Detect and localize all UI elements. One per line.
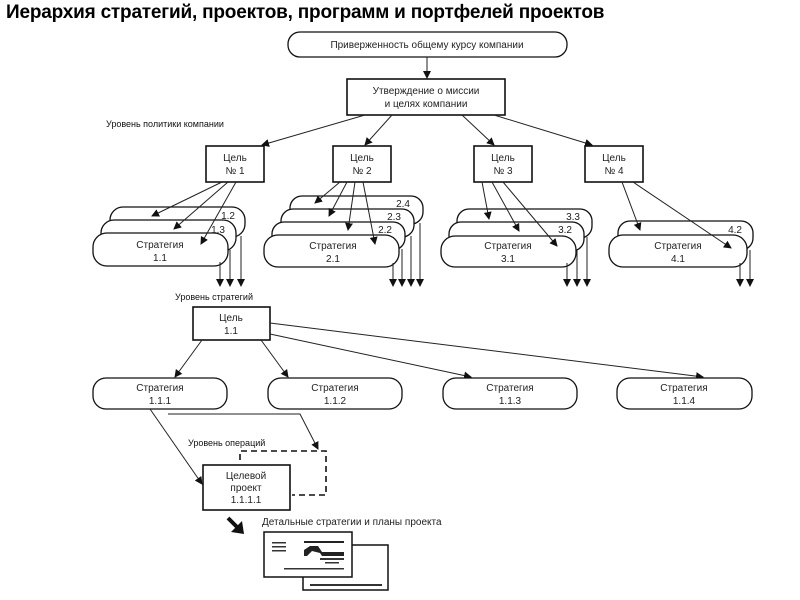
- connector-arrow: [491, 181, 520, 232]
- connector-arrow: [314, 181, 341, 204]
- connector-arrow: [621, 181, 642, 231]
- mission-text-line2: и целях компании: [385, 99, 468, 110]
- strategy-label: Стратегия: [136, 240, 183, 251]
- connector-arrow: [149, 408, 203, 485]
- connector-arrow: [632, 181, 732, 249]
- goal-number: № 4: [604, 166, 624, 177]
- strategy-id: 1.2: [221, 211, 235, 222]
- connector-arrow: [168, 413, 319, 450]
- connector-arrow: [260, 339, 289, 378]
- subgoal-id: 1.1: [224, 326, 238, 337]
- connector-arrow: [174, 339, 203, 378]
- strategy-id: 1.3: [211, 225, 225, 236]
- strategy-id: 4.1: [671, 254, 685, 265]
- level-label-strategy: Уровень стратегий: [175, 292, 253, 302]
- goal-node-4: Цель № 4: [584, 145, 644, 183]
- plan-documents-icon: [263, 531, 389, 591]
- commitment-text: Приверженность общему курсу компании: [330, 39, 523, 51]
- connector-arrow: [481, 181, 492, 220]
- level-label-operations: Уровень операций: [188, 438, 265, 448]
- strategy-id: 3.1: [501, 254, 515, 265]
- dashed-project-outline: [239, 450, 327, 496]
- strategy-label: Стратегия: [484, 241, 531, 252]
- substrategy-label: Стратегия: [136, 383, 183, 394]
- plans-label: Детальные стратегии и планы проекта: [262, 517, 442, 528]
- goal-number: № 2: [352, 166, 372, 177]
- substrategy-label: Стратегия: [311, 383, 358, 394]
- strategy-id: 2.2: [378, 225, 392, 236]
- strategy-stack-4: 4.2 Стратегия 4.1: [608, 220, 754, 268]
- substrategy-label: Стратегия: [486, 383, 533, 394]
- bold-arrow-icon: [226, 516, 244, 534]
- strategy-label: Стратегия: [654, 241, 701, 252]
- connector-arrow: [364, 114, 393, 146]
- strategy-stack-3: 3.3 3.2 Стратегия 3.1: [440, 208, 593, 268]
- substrategy-id: 1.1.1: [149, 396, 172, 407]
- goal-label: Цель: [223, 153, 247, 164]
- target-project-node: Целевой проект 1.1.1.1: [202, 464, 291, 511]
- connector-arrow: [493, 114, 593, 147]
- subgoal-node: Цель 1.1: [192, 306, 271, 341]
- substrategy-node-4: Стратегия 1.1.4: [616, 377, 753, 410]
- substrategy-id: 1.1.2: [324, 396, 347, 407]
- strategy-id: 4.2: [728, 225, 742, 236]
- substrategy-node-3: Стратегия 1.1.3: [442, 377, 578, 410]
- goal-label: Цель: [350, 153, 374, 164]
- strategy-id: 3.3: [566, 212, 580, 223]
- goal-label: Цель: [491, 153, 515, 164]
- connector-arrow: [173, 181, 229, 230]
- goal-node-2: Цель № 2: [332, 145, 392, 183]
- connector-arrow: [345, 181, 356, 231]
- connector-arrow: [261, 114, 366, 147]
- connector-arrow: [200, 181, 237, 245]
- strategy-id: 1.1: [153, 253, 167, 264]
- project-label: Целевой: [226, 471, 266, 482]
- project-id: 1.1.1.1: [231, 495, 262, 506]
- goal-label: Цель: [602, 153, 626, 164]
- connector-arrow: [502, 181, 558, 247]
- substrategy-label: Стратегия: [660, 383, 707, 394]
- project-label: проект: [230, 483, 262, 494]
- connector-arrow: [151, 181, 223, 217]
- connector-arrow: [269, 322, 704, 381]
- connector-arrow: [461, 114, 495, 146]
- goal-node-1: Цель № 1: [205, 145, 265, 183]
- strategy-id: 2.4: [396, 199, 410, 210]
- connector-arrow: [328, 181, 348, 217]
- connector-arrow: [362, 181, 378, 245]
- mission-text-line1: Утверждение о миссии: [373, 86, 480, 97]
- strategy-id: 2.3: [387, 212, 401, 223]
- commitment-node: Приверженность общему курсу компании: [287, 31, 568, 58]
- goal-number: № 1: [225, 166, 245, 177]
- goal-node-3: Цель № 3: [473, 145, 533, 183]
- strategy-stack-2: 2.4 2.3 2.2 Стратегия 2.1: [263, 195, 424, 268]
- strategy-label: Стратегия: [309, 241, 356, 252]
- strategy-id: 3.2: [558, 225, 572, 236]
- connector-arrow: [269, 333, 472, 380]
- level-label-policy: Уровень политики компании: [106, 119, 224, 129]
- mission-node: Утверждение о миссии и целях компании: [346, 78, 506, 116]
- substrategy-id: 1.1.4: [673, 396, 696, 407]
- subgoal-label: Цель: [219, 313, 243, 324]
- substrategy-node-2: Стратегия 1.1.2: [267, 377, 403, 410]
- strategy-id: 2.1: [326, 254, 340, 265]
- substrategy-node-1: Стратегия 1.1.1: [92, 377, 228, 410]
- goal-number: № 3: [493, 166, 513, 177]
- page-title: Иерархия стратегий, проектов, программ и…: [6, 2, 605, 23]
- strategy-stack-1: 1.2 1.3 Стратегия 1.1: [92, 206, 246, 267]
- substrategy-id: 1.1.3: [499, 396, 522, 407]
